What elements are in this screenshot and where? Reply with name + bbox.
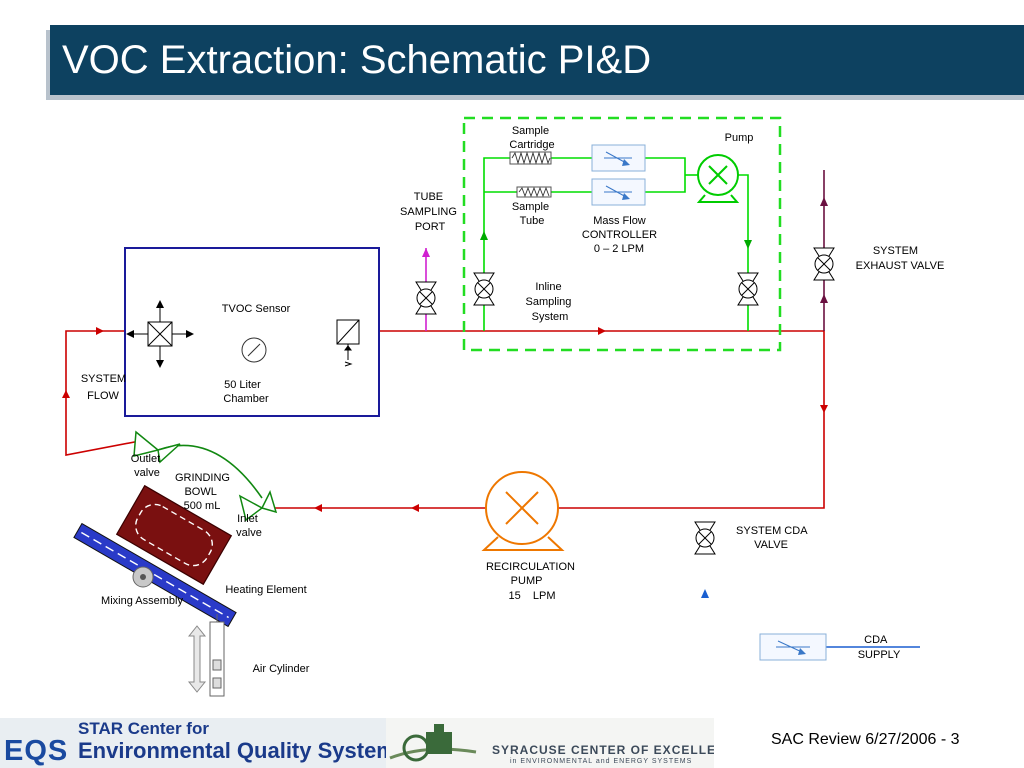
logo-eqs-text: EQS (4, 735, 69, 767)
label-pump: Pump (725, 132, 754, 144)
chamber-instrument-icon (336, 319, 360, 367)
mixer-cross-symbol (126, 300, 194, 368)
air-cylinder (187, 614, 225, 697)
mass-flow-controller-top (591, 144, 646, 172)
label-system-cda-valve: SYSTEM CDA VALVE (736, 525, 810, 551)
syracuse-coe-logo: SYRACUSE CENTER OF EXCELLENCE in ENVIRON… (386, 718, 714, 768)
label-inline-sampling-system: Inline Sampling System (526, 281, 575, 323)
syracuse-building-icon (389, 724, 477, 762)
recirculation-pump-icon (481, 471, 565, 551)
sample-tube (516, 186, 552, 198)
tube-sampling-port (415, 248, 437, 331)
logo-syracuse-subtext: in ENVIRONMENTAL and ENERGY SYSTEMS (510, 758, 693, 765)
logo-environmental-text: Environmental Quality Systems (78, 738, 386, 763)
system-exhaust-valve (813, 247, 835, 281)
pid-schematic: Sample Cartridge Pump TUBE SAMPLING PORT… (62, 116, 944, 697)
label-chamber: 50 Liter Chamber (223, 379, 269, 405)
cda-flow-controller (759, 633, 827, 661)
label-system-flow: SYSTEM FLOW (81, 373, 129, 402)
label-heating-element: Heating Element (225, 584, 306, 596)
system-cda-valve (694, 521, 716, 555)
diagram-labels: Sample Cartridge Pump TUBE SAMPLING PORT… (81, 125, 944, 675)
label-tvoc-sensor: TVOC Sensor (222, 303, 291, 315)
grinding-bowl-body (115, 484, 233, 586)
label-grinding-bowl: GRINDING BOWL 500 mL (175, 472, 233, 512)
label-sample-cartridge: Sample Cartridge (509, 125, 554, 151)
sampling-pump-icon (696, 154, 740, 203)
mixing-assembly (132, 566, 154, 588)
inline-sampling-box (462, 116, 782, 352)
label-mixing-assembly: Mixing Assembly (101, 595, 183, 607)
logo-star-center-text: STAR Center for (78, 719, 209, 738)
label-cda-supply: CDA SUPPLY (858, 634, 901, 661)
inline-valve-left (473, 272, 495, 306)
flow-arrows (62, 327, 828, 512)
grinding-bowl-assembly (73, 430, 278, 697)
label-system-exhaust-valve: SYSTEM EXHAUST VALVE (856, 245, 945, 272)
label-recirculation-pump: RECIRCULATION PUMP 15 LPM (486, 561, 578, 602)
slide-title: VOC Extraction: Schematic PI&D (62, 38, 652, 82)
eqs-logo: STAR Center for EQS Environmental Qualit… (0, 718, 386, 768)
mass-flow-controller-bottom (591, 178, 646, 206)
inline-valve-right (737, 272, 759, 306)
label-air-cylinder: Air Cylinder (253, 663, 310, 675)
inlet-valve (238, 489, 278, 522)
label-mass-flow-controller: Mass Flow CONTROLLER 0 – 2 LPM (582, 215, 660, 255)
outlet-valve (133, 430, 181, 464)
cda-line (701, 589, 920, 648)
label-sample-tube: Sample Tube (512, 201, 552, 227)
label-inlet-valve: Inlet valve (236, 513, 262, 539)
tvoc-sensor-icon (241, 337, 267, 363)
sampling-arrows (480, 231, 752, 249)
label-outlet-valve: Outlet valve (131, 453, 163, 479)
label-tube-sampling-port: TUBE SAMPLING PORT (400, 191, 460, 233)
footer-slide-info: SAC Review 6/27/2006 - 3 (771, 731, 960, 748)
logo-syracuse-text: SYRACUSE CENTER OF EXCELLENCE (492, 743, 714, 757)
sample-cartridge (509, 151, 552, 165)
title-bar (50, 25, 1024, 95)
